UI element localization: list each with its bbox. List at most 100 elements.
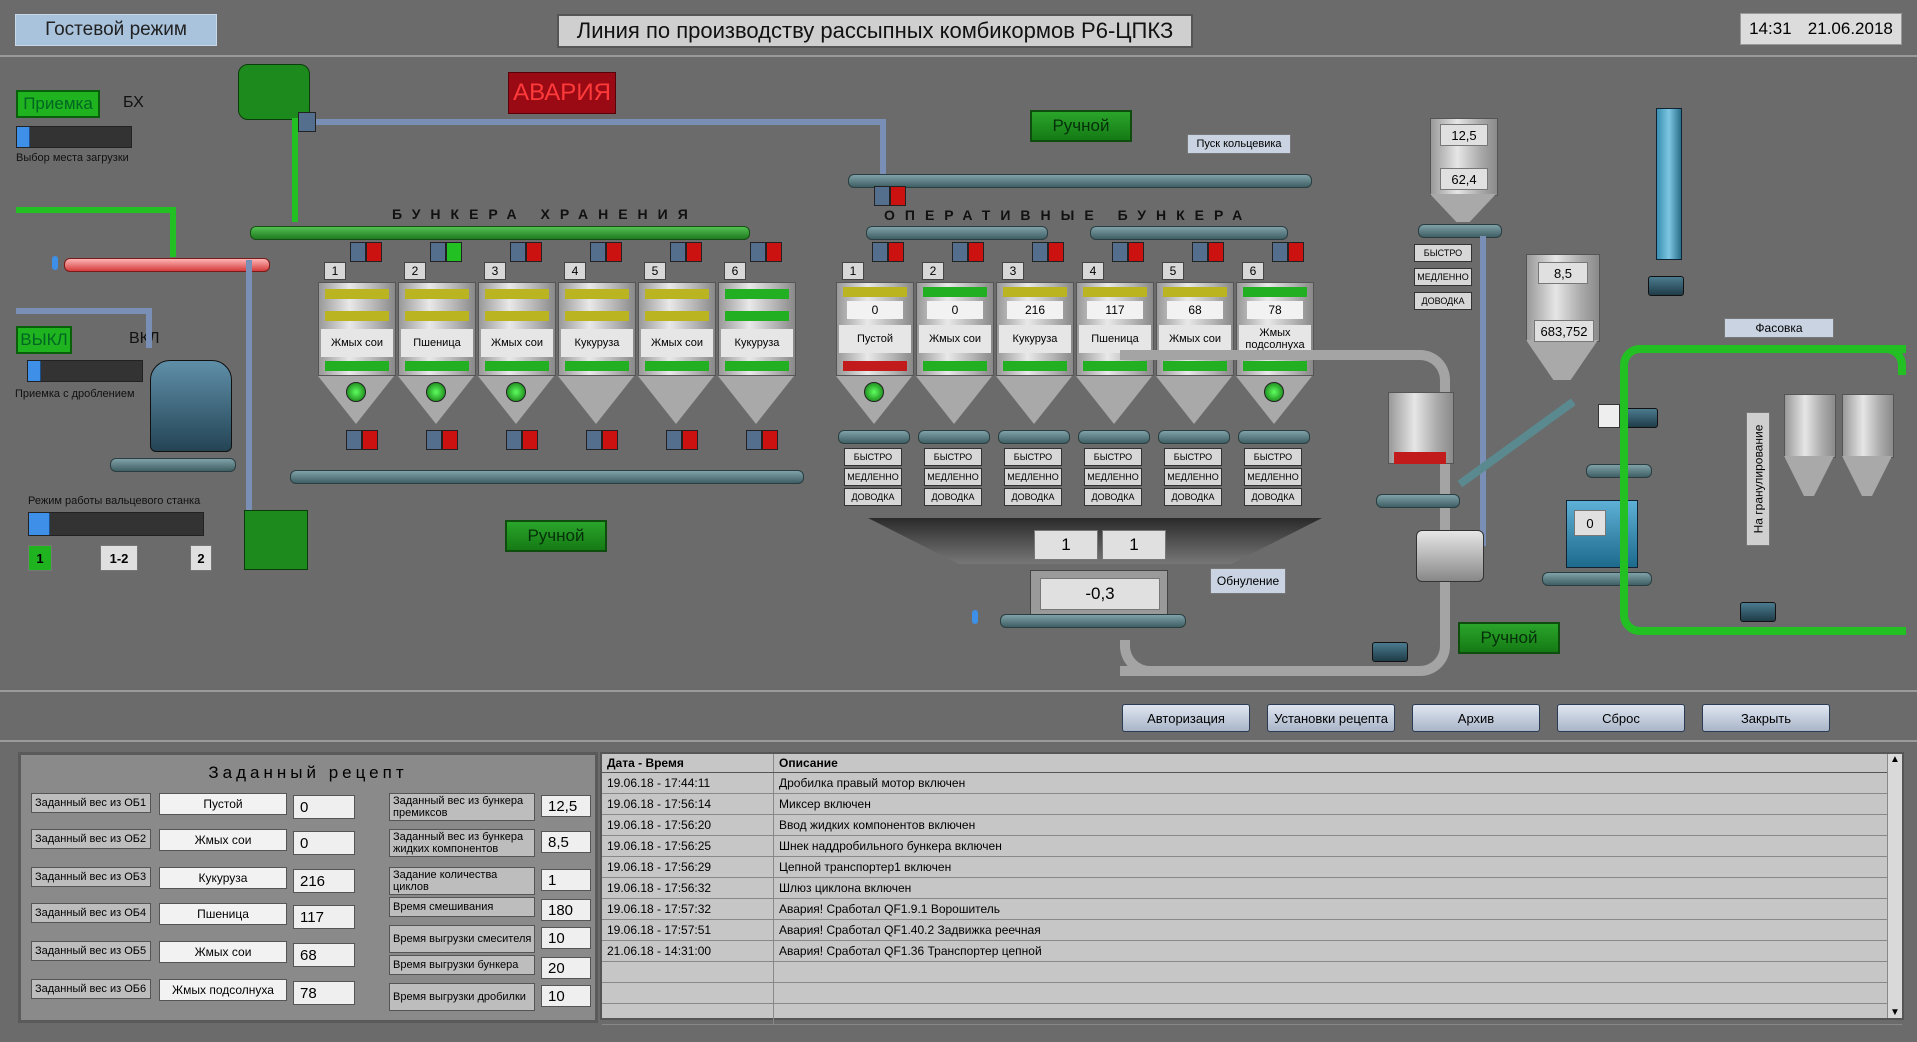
- transfer-conveyor[interactable]: [1586, 464, 1652, 478]
- operative-conveyor-1[interactable]: [866, 226, 1048, 240]
- scale-conveyor[interactable]: [1000, 614, 1186, 628]
- reset-button[interactable]: Сброс: [1557, 704, 1685, 732]
- bin-feeder[interactable]: [1238, 430, 1310, 444]
- bin-feeder[interactable]: [838, 430, 910, 444]
- recipe-param-value[interactable]: 1: [541, 869, 591, 891]
- storage-bin[interactable]: Жмых сои: [478, 282, 556, 427]
- ring-conveyor[interactable]: [848, 174, 1312, 188]
- recipe-param-value[interactable]: 180: [541, 899, 591, 921]
- premix-speed-button[interactable]: МЕДЛЕННО: [1414, 268, 1472, 286]
- speed-button[interactable]: БЫСТРО: [1244, 448, 1302, 466]
- elevator-gate[interactable]: [298, 112, 330, 132]
- pump-icon[interactable]: [1598, 404, 1620, 428]
- storage-top-conveyor[interactable]: [250, 226, 750, 240]
- premix-speed-button[interactable]: БЫСТРО: [1414, 244, 1472, 262]
- storage-bin[interactable]: Пшеница: [398, 282, 476, 427]
- crusher-icon[interactable]: [150, 360, 232, 452]
- log-row[interactable]: [602, 983, 1902, 1004]
- bin-feeder[interactable]: [918, 430, 990, 444]
- speed-button[interactable]: МЕДЛЕННО: [1244, 468, 1302, 486]
- bin-feeder[interactable]: [1158, 430, 1230, 444]
- close-button[interactable]: Закрыть: [1702, 704, 1830, 732]
- manual-button-right[interactable]: Ручной: [1458, 622, 1560, 654]
- bin-gate[interactable]: [1272, 242, 1304, 262]
- recipe-row-value[interactable]: 216: [293, 869, 355, 893]
- noria-icon[interactable]: [244, 510, 308, 570]
- motor-icon[interactable]: [1372, 642, 1408, 662]
- speed-button[interactable]: ДОВОДКА: [1244, 488, 1302, 506]
- bin-out-gate[interactable]: [746, 430, 778, 450]
- log-row[interactable]: [602, 1004, 1902, 1025]
- crusher-conveyor[interactable]: [110, 458, 236, 472]
- recipe-row-value[interactable]: 68: [293, 943, 355, 967]
- bin-gate[interactable]: [750, 242, 782, 262]
- speed-button[interactable]: ДОВОДКА: [1164, 488, 1222, 506]
- intake-button[interactable]: Приемка: [16, 90, 100, 118]
- speed-button[interactable]: ДОВОДКА: [1084, 488, 1142, 506]
- storage-bin[interactable]: Жмых сои: [318, 282, 396, 427]
- packing-button[interactable]: Фасовка: [1724, 318, 1834, 338]
- scroll-down-icon[interactable]: ▼: [1890, 1007, 1900, 1018]
- bin-out-gate[interactable]: [426, 430, 458, 450]
- reset-scale-button[interactable]: Обнуление: [1210, 568, 1286, 594]
- bin-gate[interactable]: [590, 242, 622, 262]
- crush-intake-slider[interactable]: [27, 360, 143, 382]
- manual-button-top[interactable]: Ручной: [1030, 110, 1132, 142]
- motor-icon[interactable]: [1740, 602, 1776, 622]
- bin-gate[interactable]: [1192, 242, 1224, 262]
- bin-gate[interactable]: [430, 242, 462, 262]
- operative-conveyor-2[interactable]: [1090, 226, 1288, 240]
- slider-knob[interactable]: [28, 361, 41, 381]
- recipe-param-value[interactable]: 10: [541, 985, 591, 1007]
- motor-icon[interactable]: [1648, 276, 1684, 296]
- slider-knob[interactable]: [17, 127, 30, 147]
- speed-button[interactable]: МЕДЛЕННО: [1164, 468, 1222, 486]
- bin-gate[interactable]: [872, 242, 904, 262]
- recipe-row-value[interactable]: 78: [293, 981, 355, 1005]
- recipe-settings-button[interactable]: Установки рецепта: [1267, 704, 1395, 732]
- bin-gate[interactable]: [670, 242, 702, 262]
- manual-button-storage[interactable]: Ручной: [505, 520, 607, 552]
- speed-button[interactable]: МЕДЛЕННО: [1004, 468, 1062, 486]
- scroll-up-icon[interactable]: ▲: [1890, 754, 1900, 765]
- bin-gate[interactable]: [350, 242, 382, 262]
- speed-button[interactable]: ДОВОДКА: [844, 488, 902, 506]
- bin-gate[interactable]: [1112, 242, 1144, 262]
- slider-knob[interactable]: [29, 513, 50, 535]
- recipe-row-value[interactable]: 0: [293, 831, 355, 855]
- auth-button[interactable]: Авторизация: [1122, 704, 1250, 732]
- log-row[interactable]: [602, 962, 1902, 983]
- bin-out-gate[interactable]: [586, 430, 618, 450]
- storage-bin[interactable]: Кукуруза: [558, 282, 636, 427]
- mill-mode-slider[interactable]: [28, 512, 204, 536]
- bin-gate[interactable]: [952, 242, 984, 262]
- recipe-row-value[interactable]: 0: [293, 795, 355, 819]
- recipe-row-value[interactable]: 117: [293, 905, 355, 929]
- speed-button[interactable]: ДОВОДКА: [1004, 488, 1062, 506]
- granulation-label-box[interactable]: На гранулирование: [1746, 412, 1770, 546]
- recipe-param-value[interactable]: 10: [541, 927, 591, 949]
- crusher-2-icon[interactable]: [1416, 530, 1484, 582]
- storage-bin[interactable]: Жмых сои: [638, 282, 716, 427]
- guest-mode-indicator[interactable]: Гостевой режим: [15, 14, 217, 46]
- mill-mode-option-1[interactable]: 1: [28, 545, 52, 571]
- bin-feeder[interactable]: [998, 430, 1070, 444]
- bin-out-gate[interactable]: [506, 430, 538, 450]
- speed-button[interactable]: БЫСТРО: [924, 448, 982, 466]
- speed-button[interactable]: БЫСТРО: [1084, 448, 1142, 466]
- recipe-param-value[interactable]: 8,5: [541, 831, 591, 853]
- recipe-param-value[interactable]: 20: [541, 957, 591, 979]
- bin-out-gate[interactable]: [346, 430, 378, 450]
- recipe-param-value[interactable]: 12,5: [541, 795, 591, 817]
- speed-button[interactable]: ДОВОДКА: [924, 488, 982, 506]
